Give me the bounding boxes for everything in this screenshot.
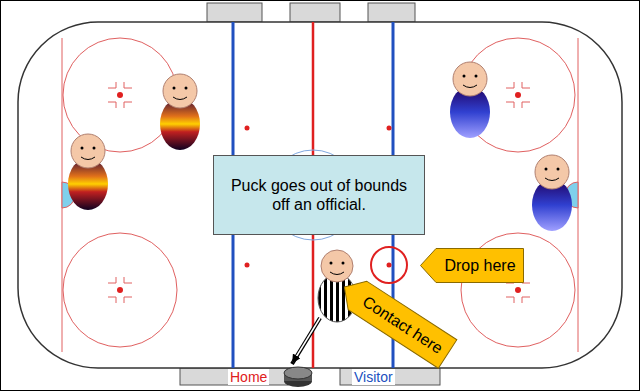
drop-circle: [371, 247, 407, 283]
note-box: Puck goes out of bounds off an official.: [213, 155, 425, 235]
team-label: Home: [228, 369, 269, 385]
contact-callout: Contact here: [334, 272, 457, 369]
home-player: [160, 74, 200, 150]
team-label: Visitor: [352, 369, 395, 385]
rink-boards: [18, 22, 622, 368]
deflection-arrow: [292, 318, 320, 364]
bench: [290, 3, 340, 22]
faceoff-circles: [63, 38, 575, 347]
node-text: Drop here: [444, 256, 516, 275]
bench: [368, 3, 415, 22]
bench: [207, 3, 262, 22]
puck: [284, 367, 312, 387]
visitor-player: [532, 155, 572, 231]
node-outline: [213, 155, 425, 235]
node-text: Puck goes out of bounds off an official.: [223, 176, 415, 214]
home-player: [68, 134, 108, 210]
deflection-arrow: [293, 318, 320, 362]
visitor-player: [450, 62, 490, 138]
hash-marks: [108, 82, 530, 303]
penalty-box: [180, 368, 288, 385]
drop-callout: Drop here: [420, 248, 524, 283]
penalty-box: [340, 368, 440, 385]
